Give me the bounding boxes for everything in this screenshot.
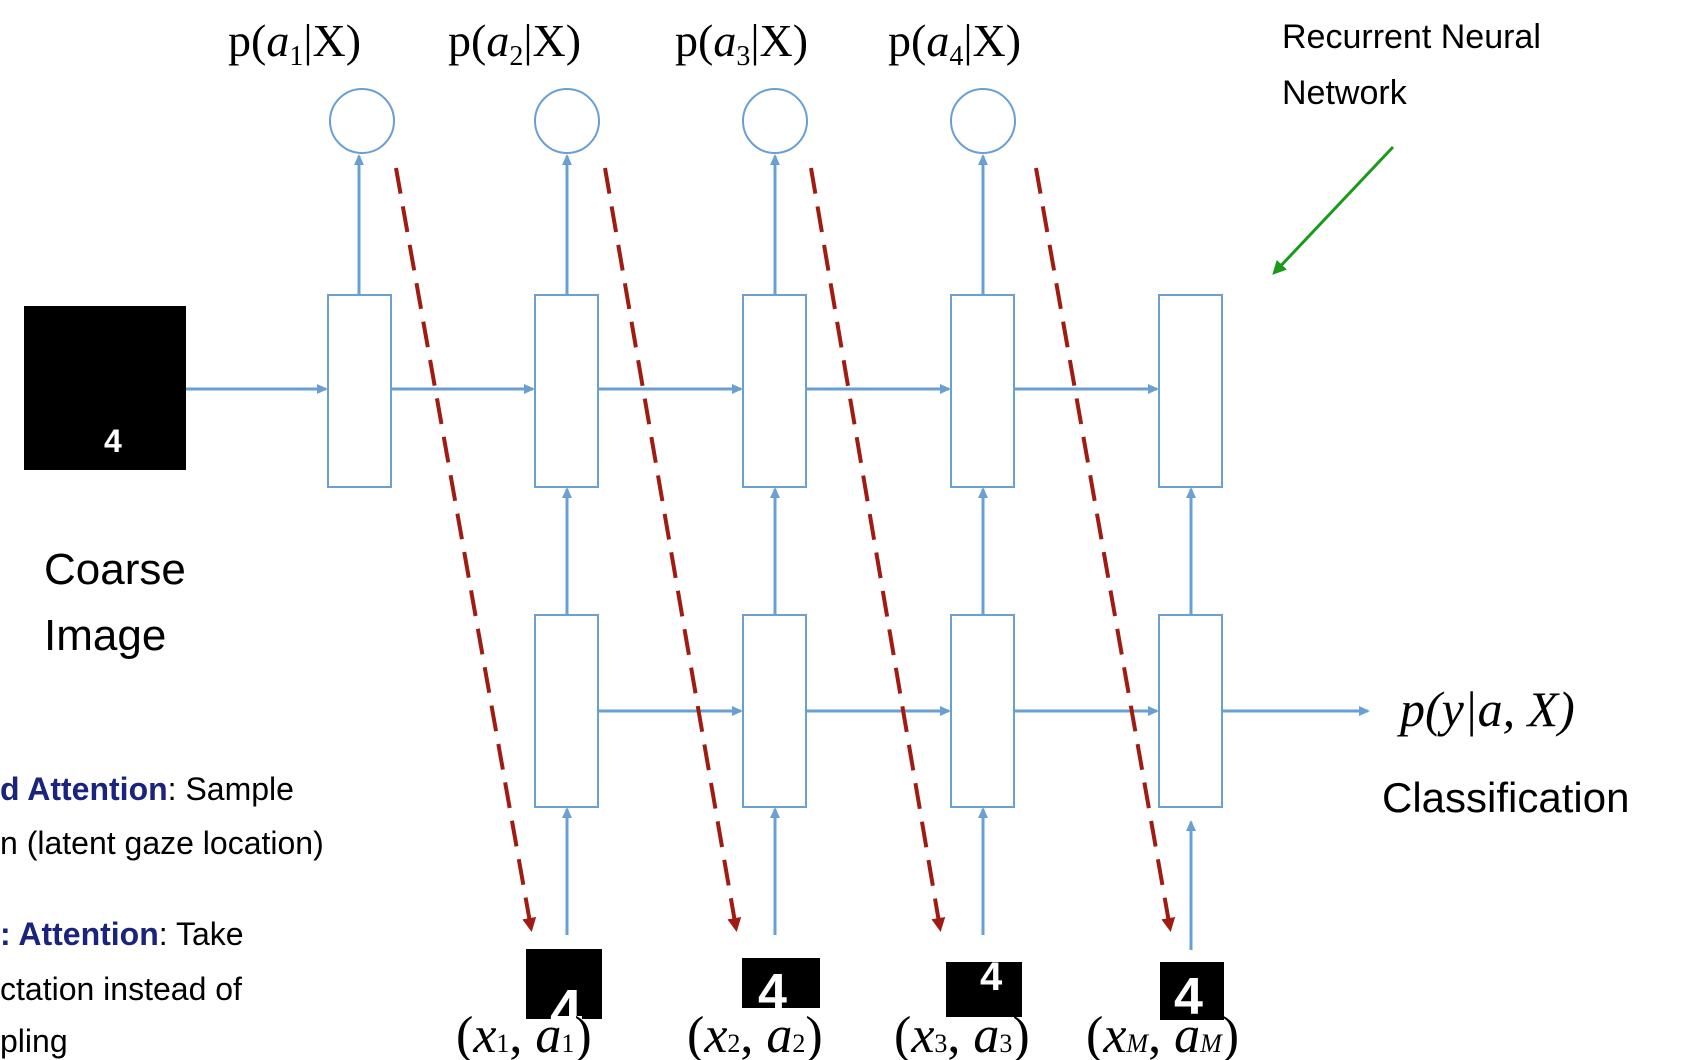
attention-arrow-2	[603, 167, 742, 932]
bottom-node-1	[534, 614, 599, 808]
glimpse-label-1: (x1, a1)	[456, 1007, 592, 1060]
output-node-1	[329, 88, 395, 154]
glimpse-digit-4: 4	[1174, 968, 1203, 1026]
soft-attention-note-line2: ctation instead of	[0, 971, 242, 1007]
top-output-labels: p(a1|X) p(a2|X) p(a3|X) p(a4|X)	[228, 15, 1021, 72]
attention-notes: d Attention: Sample n (latent gaze locat…	[0, 771, 324, 1059]
output-label-3: p(a3|X)	[675, 15, 808, 72]
glimpse-image-4	[1160, 962, 1224, 1020]
attention-arrow-4	[1034, 167, 1176, 932]
hard-attention-note-line2: n (latent gaze location)	[0, 825, 324, 861]
bottom-node-4	[1158, 614, 1223, 808]
top-node-1	[327, 294, 392, 488]
output-label-4: p(a4|X)	[888, 15, 1021, 72]
glimpse-digit-2: 4	[758, 964, 787, 1022]
bottom-layer-nodes	[534, 614, 1223, 808]
hard-attention-note: d Attention: Sample	[0, 771, 294, 807]
rnn-label-line2: Network	[1282, 74, 1408, 112]
top-node-2	[534, 294, 599, 488]
attention-arrows	[394, 167, 1176, 932]
coarse-image-label-line1: Coarse	[44, 545, 186, 594]
classification-formula: p(y|a, X)	[1397, 681, 1575, 737]
top-node-4	[950, 294, 1015, 488]
output-label-1: p(a1|X)	[228, 15, 361, 72]
bottom-node-3	[950, 614, 1015, 808]
glimpse-digit-1: 4	[550, 978, 582, 1043]
top-node-5	[1158, 294, 1223, 488]
glimpse-image-3	[946, 962, 1022, 1017]
top-node-3	[742, 294, 807, 488]
attention-arrow-3	[809, 167, 946, 932]
rnn-pointer-arrow	[1272, 145, 1395, 275]
glimpse-label-2: (x2, a2)	[687, 1007, 823, 1060]
attention-arrow-1	[394, 167, 537, 932]
top-layer-nodes	[327, 294, 1223, 488]
output-node-2	[534, 88, 600, 154]
output-node-3	[742, 88, 808, 154]
glimpse-digit-3: 4	[980, 955, 1003, 999]
glimpse-image-2	[742, 958, 820, 1008]
bottom-node-2	[742, 614, 807, 808]
output-label-2: p(a2|X)	[448, 15, 581, 72]
coarse-image-label-line2: Image	[44, 611, 166, 660]
soft-attention-note: : Attention: Take	[0, 916, 244, 952]
glimpse-image-1	[526, 949, 602, 1019]
blue-connections	[186, 154, 1370, 950]
coarse-image-digit: 4	[104, 423, 122, 459]
output-nodes	[329, 88, 1016, 154]
classification-label: Classification	[1382, 774, 1629, 821]
glimpse-images: 4 4 4 4	[526, 949, 1224, 1043]
soft-attention-note-line3: pling	[0, 1023, 68, 1059]
output-node-4	[950, 88, 1016, 154]
coarse-image	[24, 306, 186, 470]
glimpse-labels: (x1, a1) (x2, a2) (x3, a3) (xM, aM)	[456, 1007, 1239, 1060]
rnn-label-line1: Recurrent Neural	[1282, 18, 1541, 56]
